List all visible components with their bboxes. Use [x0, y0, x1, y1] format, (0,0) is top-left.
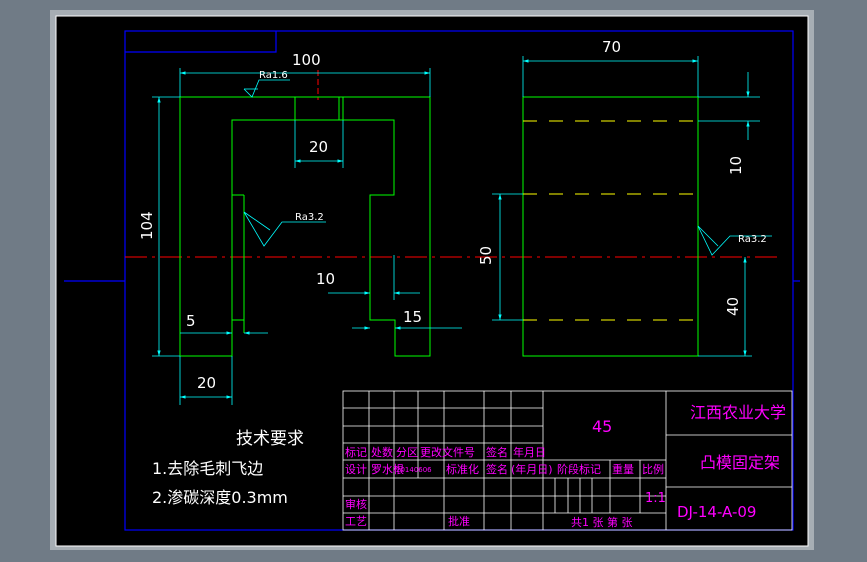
dim-10-top: 10 — [727, 156, 745, 175]
front-dimensions — [152, 68, 462, 405]
tech-item-2: 2.渗碳深度0.3mm — [152, 488, 288, 507]
hdr-zone: 分区 — [396, 446, 418, 459]
hdr-count: 处数 — [371, 446, 393, 459]
side-dimensions — [492, 56, 772, 357]
row-designer: 罗水根 — [371, 462, 404, 476]
org-name: 江西农业大学 — [690, 403, 786, 422]
hdr-sign: 签名 — [486, 445, 508, 459]
row-standardize: 标准化 — [446, 462, 479, 476]
drawing-number: DJ-14-A-09 — [677, 503, 756, 521]
row-design-date: 20140606 — [396, 466, 432, 474]
material: 45 — [592, 417, 612, 436]
row-review: 审核 — [345, 497, 367, 511]
dim-5: 5 — [186, 312, 196, 330]
dim-100: 100 — [292, 51, 321, 69]
row-std-sign: 签名 — [486, 462, 508, 476]
dim-50: 50 — [477, 246, 495, 265]
tech-title: 技术要求 — [236, 429, 304, 449]
roughness-ra32-side: Ra3.2 — [738, 234, 767, 245]
row-design: 设计 — [345, 463, 367, 476]
dim-40: 40 — [724, 297, 742, 316]
tech-requirements: 技术要求 1.去除毛刺飞边 2.渗碳深度0.3mm — [152, 429, 304, 507]
stage-mark: 阶段标记 — [557, 462, 601, 476]
paper — [55, 15, 809, 547]
row-process: 工艺 — [345, 515, 367, 528]
dim-104: 104 — [138, 211, 156, 240]
dim-15: 15 — [403, 308, 422, 326]
title-block-text: 标记 处数 分区 更改文件号 签名 年月日 设计 罗水根 20140606 标准… — [345, 403, 786, 529]
sheets: 共1 张 第 张 — [571, 515, 633, 529]
dim-70: 70 — [602, 38, 621, 56]
title-block — [342, 390, 793, 531]
roughness-ra16: Ra1.6 — [259, 70, 288, 81]
hdr-change-doc: 更改文件号 — [420, 445, 475, 459]
scale: 1:1 — [645, 491, 666, 506]
dim-20-leg: 20 — [197, 374, 216, 392]
dim-10-inner: 10 — [316, 270, 335, 288]
roughness-ra32-front: Ra3.2 — [295, 212, 324, 223]
ratio: 比例 — [642, 462, 664, 476]
dimension-labels: 100 104 20 10 5 20 15 Ra1.6 Ra3.2 70 10 … — [138, 38, 767, 392]
row-std-date: (年月日) — [511, 462, 553, 476]
weight: 重量 — [612, 462, 634, 476]
tech-item-1: 1.去除毛刺飞边 — [152, 459, 263, 478]
dim-20-slot: 20 — [309, 138, 328, 156]
hdr-mark: 标记 — [345, 445, 367, 459]
row-approve: 批准 — [448, 514, 470, 528]
part-name: 凸模固定架 — [700, 453, 780, 472]
hdr-date: 年月日 — [513, 445, 546, 459]
side-hidden-lines — [523, 120, 698, 321]
